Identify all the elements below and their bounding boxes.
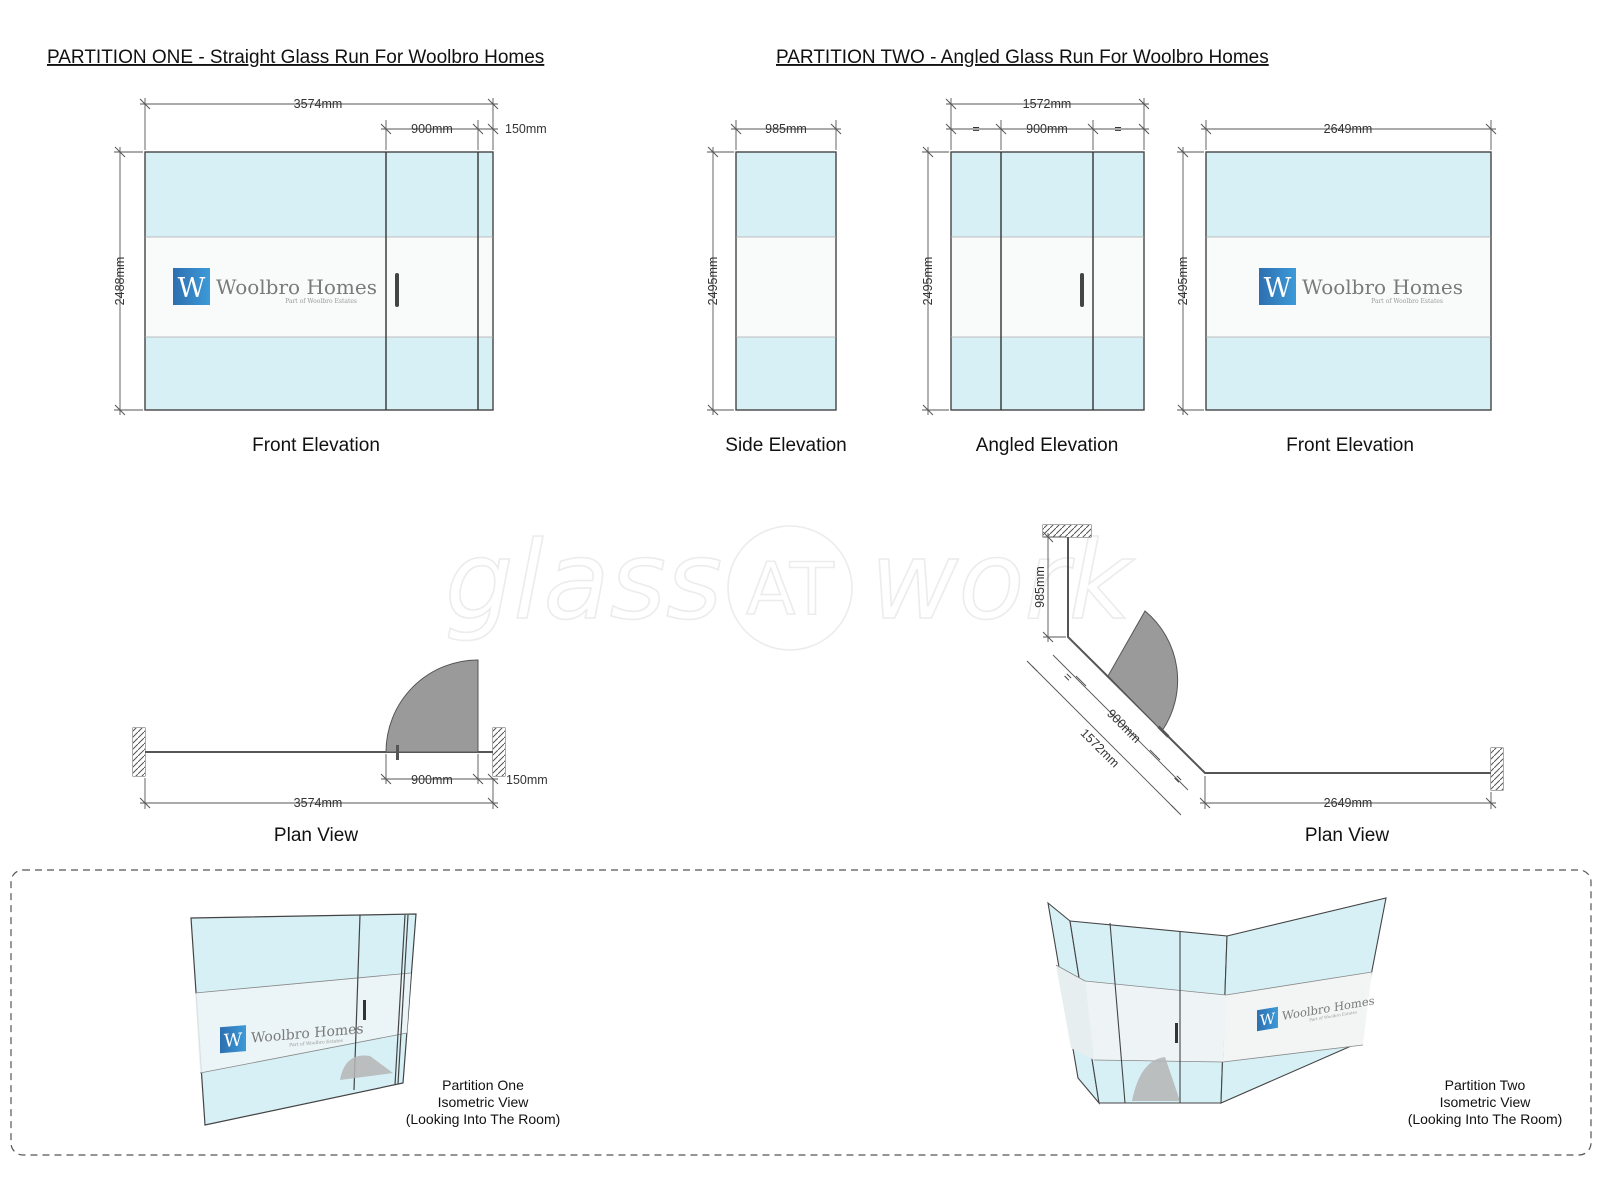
logo-name: Woolbro Homes <box>1302 275 1463 299</box>
p2-iso-caption-line1: Partition Two <box>1445 1077 1526 1093</box>
p2-angled-height-dim: 2495mm <box>921 257 935 306</box>
p2-side-caption: Side Elevation <box>725 435 846 456</box>
p2-plan-front-dim: 2649mm <box>1324 796 1373 810</box>
p1-isometric: W Woolbro Homes Part of Woolbro Estates <box>190 913 417 1126</box>
logo-tagline: Part of Woolbro Estates <box>285 298 357 305</box>
p2-angled-equal-right: = <box>1114 122 1121 136</box>
logo-w-badge <box>173 268 210 305</box>
svg-text:W: W <box>224 1029 243 1052</box>
p1-plan-width-dim: 3574mm <box>294 796 343 810</box>
p2-iso-caption-line3: (Looking Into The Room) <box>1408 1111 1563 1127</box>
p2-plan-side-dim: 985mm <box>1033 566 1047 608</box>
p2-angled-door-dim: 900mm <box>1026 122 1068 136</box>
p2-angled-equal-left: = <box>972 122 979 136</box>
p2-plan-equal-top: = <box>1060 670 1075 685</box>
svg-text:W: W <box>1264 273 1292 304</box>
p2-isometric: W Woolbro Homes Part of Woolbro Estates <box>1047 897 1387 1105</box>
p2-plan-view: 985mm = 900mm = 1572mm 2649mm <box>1026 524 1504 816</box>
p2-plan-equal-bottom: = <box>1170 772 1185 787</box>
p1-iso-caption-line2: Isometric View <box>438 1094 530 1110</box>
logo-name: Woolbro Homes <box>216 275 377 299</box>
p1-door-dim: 900mm <box>411 122 453 136</box>
p1-plan-view: 900mm 150mm 3574mm <box>132 659 548 810</box>
svg-text:W: W <box>1260 1009 1276 1030</box>
svg-text:W: W <box>178 273 206 304</box>
logo-w-badge <box>1259 268 1296 305</box>
p1-door-swing <box>385 659 479 753</box>
isometric-views-box <box>10 869 1592 1156</box>
svg-text:Part of Woolbro Estates: Part of Woolbro Estates <box>289 1038 344 1049</box>
watermark: glass AT work <box>444 518 1137 651</box>
p1-woolbro-logo: W Woolbro Homes Part of Woolbro Estates <box>173 268 377 305</box>
p1-plan-fixed-dim: 150mm <box>506 773 548 787</box>
p2-woolbro-logo: W Woolbro Homes Part of Woolbro Estates <box>1259 268 1463 305</box>
p2-front-height-dim: 2495mm <box>1176 257 1190 306</box>
p2-door-swing <box>1107 610 1179 732</box>
p1-height-dim: 2488mm <box>113 257 127 306</box>
p2-angled-elevation: 1572mm = 900mm = 2495mm <box>921 97 1150 416</box>
p2-angled-caption: Angled Elevation <box>976 435 1119 456</box>
p2-side-height-dim: 2495mm <box>706 257 720 306</box>
p1-fixed-dim: 150mm <box>505 122 547 136</box>
logo-tagline: Part of Woolbro Estates <box>1371 298 1443 305</box>
p1-iso-caption-line3: (Looking Into The Room) <box>406 1111 561 1127</box>
p1-plan-caption: Plan View <box>274 825 358 846</box>
partition-two-title: PARTITION TWO - Angled Glass Run For Woo… <box>776 47 1269 68</box>
partition-one-title: PARTITION ONE - Straight Glass Run For W… <box>47 47 544 68</box>
p2-side-width-dim: 985mm <box>765 122 807 136</box>
p2-angled-total-dim: 1572mm <box>1023 97 1072 111</box>
watermark-work-text: work <box>870 519 1136 644</box>
p2-plan-angled-dim: 1572mm <box>1078 726 1122 770</box>
p2-plan-caption: Plan View <box>1305 825 1389 846</box>
watermark-circle <box>727 525 853 651</box>
p2-front-width-dim: 2649mm <box>1324 122 1373 136</box>
p1-width-dim: 3574mm <box>294 97 343 111</box>
p2-iso-caption-line2: Isometric View <box>1440 1094 1532 1110</box>
p1-front-elevation: W Woolbro Homes Part of Woolbro Estates … <box>113 97 547 416</box>
p2-plan-door-dim: 900mm <box>1104 706 1143 745</box>
p2-angled-door-handle <box>1080 273 1084 307</box>
watermark-at-text: AT <box>746 547 835 631</box>
p1-door-handle <box>395 273 399 307</box>
p2-side-elevation: 985mm 2495mm <box>706 120 842 416</box>
p2-front-elevation: W Woolbro Homes Part of Woolbro Estates … <box>1176 120 1497 416</box>
p1-iso-caption-line1: Partition One <box>442 1077 524 1093</box>
watermark-glass-text: glass <box>445 519 722 644</box>
p1-front-caption: Front Elevation <box>252 435 380 456</box>
p2-front-caption: Front Elevation <box>1286 435 1414 456</box>
p1-plan-door-dim: 900mm <box>411 773 453 787</box>
